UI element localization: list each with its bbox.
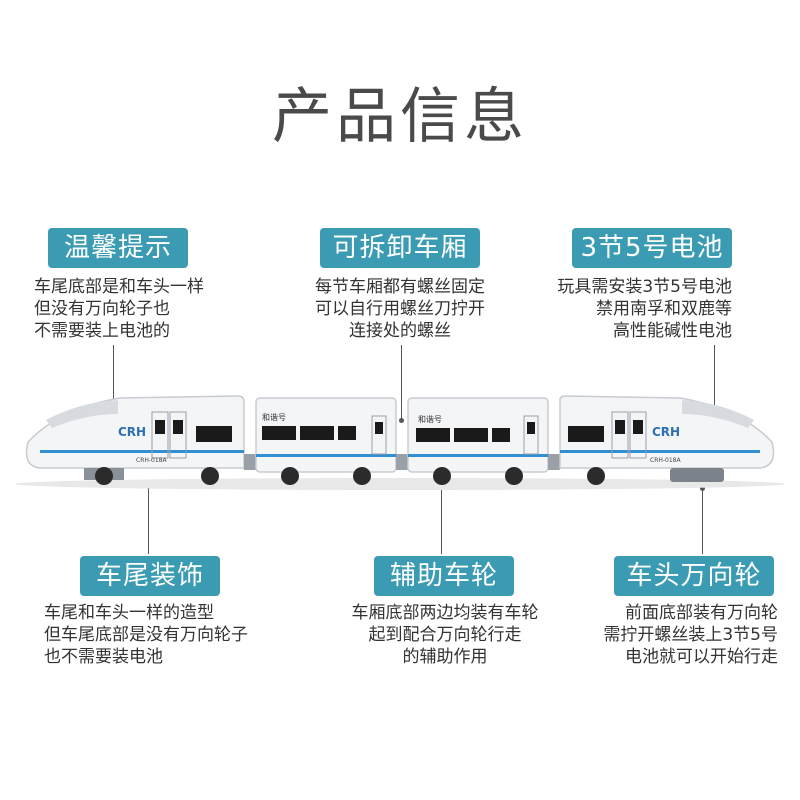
connector-line bbox=[113, 345, 114, 425]
desc-line: 前面底部装有万向轮 bbox=[625, 603, 778, 623]
desc-line: 但没有万向轮子也 bbox=[34, 299, 170, 319]
train-illustration: CRH CRH-018A 和谐号 和谐号 bbox=[15, 395, 785, 490]
desc-line: 起到配合万向轮行走 bbox=[368, 625, 522, 645]
connector-line bbox=[401, 345, 402, 420]
desc-line: 车尾底部是和车头一样 bbox=[34, 277, 204, 297]
desc-batteries: 玩具需安装3节5号电池 禁用南孚和双鹿等 高性能碱性电池 bbox=[532, 276, 732, 342]
desc-tail-decoration: 车尾和车头一样的造型 但车尾底部是没有万向轮子 也不需要装电池 bbox=[44, 602, 248, 668]
desc-aux-wheels: 车厢底部两边均装有车轮 起到配合万向轮行走 的辅助作用 bbox=[330, 602, 560, 668]
tag-reminder: 温馨提示 bbox=[48, 228, 188, 268]
tag-tail-decoration: 车尾装饰 bbox=[80, 556, 220, 596]
crh-logo-text: CRH bbox=[652, 425, 680, 439]
middle-car-1: 和谐号 bbox=[255, 397, 397, 485]
connector-line bbox=[148, 486, 149, 554]
tag-detachable-cars: 可拆卸车厢 bbox=[320, 228, 480, 268]
desc-line: 的辅助作用 bbox=[402, 647, 488, 667]
front-locomotive: CRH CRH-018A bbox=[559, 395, 775, 485]
desc-line: 但车尾底部是没有万向轮子 bbox=[44, 625, 248, 645]
rear-locomotive: CRH CRH-018A bbox=[25, 395, 245, 485]
connector-dot bbox=[700, 486, 705, 491]
desc-line: 不需要装上电池的 bbox=[34, 321, 170, 341]
desc-line: 每节车厢都有螺丝固定 bbox=[315, 277, 485, 297]
desc-line: 车尾和车头一样的造型 bbox=[44, 603, 214, 623]
desc-detachable-cars: 每节车厢都有螺丝固定 可以自行用螺丝刀拧开 连接处的螺丝 bbox=[300, 276, 500, 342]
desc-line: 玩具需安装3节5号电池 bbox=[557, 277, 732, 297]
connector-line bbox=[714, 345, 715, 423]
tag-batteries: 3节5号电池 bbox=[572, 228, 732, 268]
model-text: CRH-018A bbox=[650, 457, 681, 464]
desc-line: 也不需要装电池 bbox=[44, 647, 163, 667]
car-name-text: 和谐号 bbox=[418, 414, 442, 424]
desc-line: 需拧开螺丝装上3节5号 bbox=[603, 625, 778, 645]
car-name-text: 和谐号 bbox=[262, 412, 286, 422]
connector-dot bbox=[399, 418, 404, 423]
model-text: CRH-018A bbox=[136, 457, 167, 464]
tag-front-universal-wheel: 车头万向轮 bbox=[614, 556, 774, 596]
tag-aux-wheels: 辅助车轮 bbox=[374, 556, 514, 596]
desc-line: 可以自行用螺丝刀拧开 bbox=[315, 299, 485, 319]
middle-car-2: 和谐号 bbox=[407, 397, 549, 485]
crh-logo-text: CRH bbox=[118, 425, 146, 439]
connector-line bbox=[441, 486, 442, 554]
desc-line: 车厢底部两边均装有车轮 bbox=[351, 603, 539, 623]
page-title: 产品信息 bbox=[272, 82, 528, 152]
desc-front-universal-wheel: 前面底部装有万向轮 需拧开螺丝装上3节5号 电池就可以开始行走 bbox=[560, 602, 778, 668]
connector-line bbox=[702, 488, 703, 554]
desc-reminder: 车尾底部是和车头一样 但没有万向轮子也 不需要装上电池的 bbox=[34, 276, 204, 342]
desc-line: 电池就可以开始行走 bbox=[625, 647, 778, 667]
desc-line: 连接处的螺丝 bbox=[349, 321, 451, 341]
desc-line: 高性能碱性电池 bbox=[613, 321, 732, 341]
desc-line: 禁用南孚和双鹿等 bbox=[596, 299, 732, 319]
